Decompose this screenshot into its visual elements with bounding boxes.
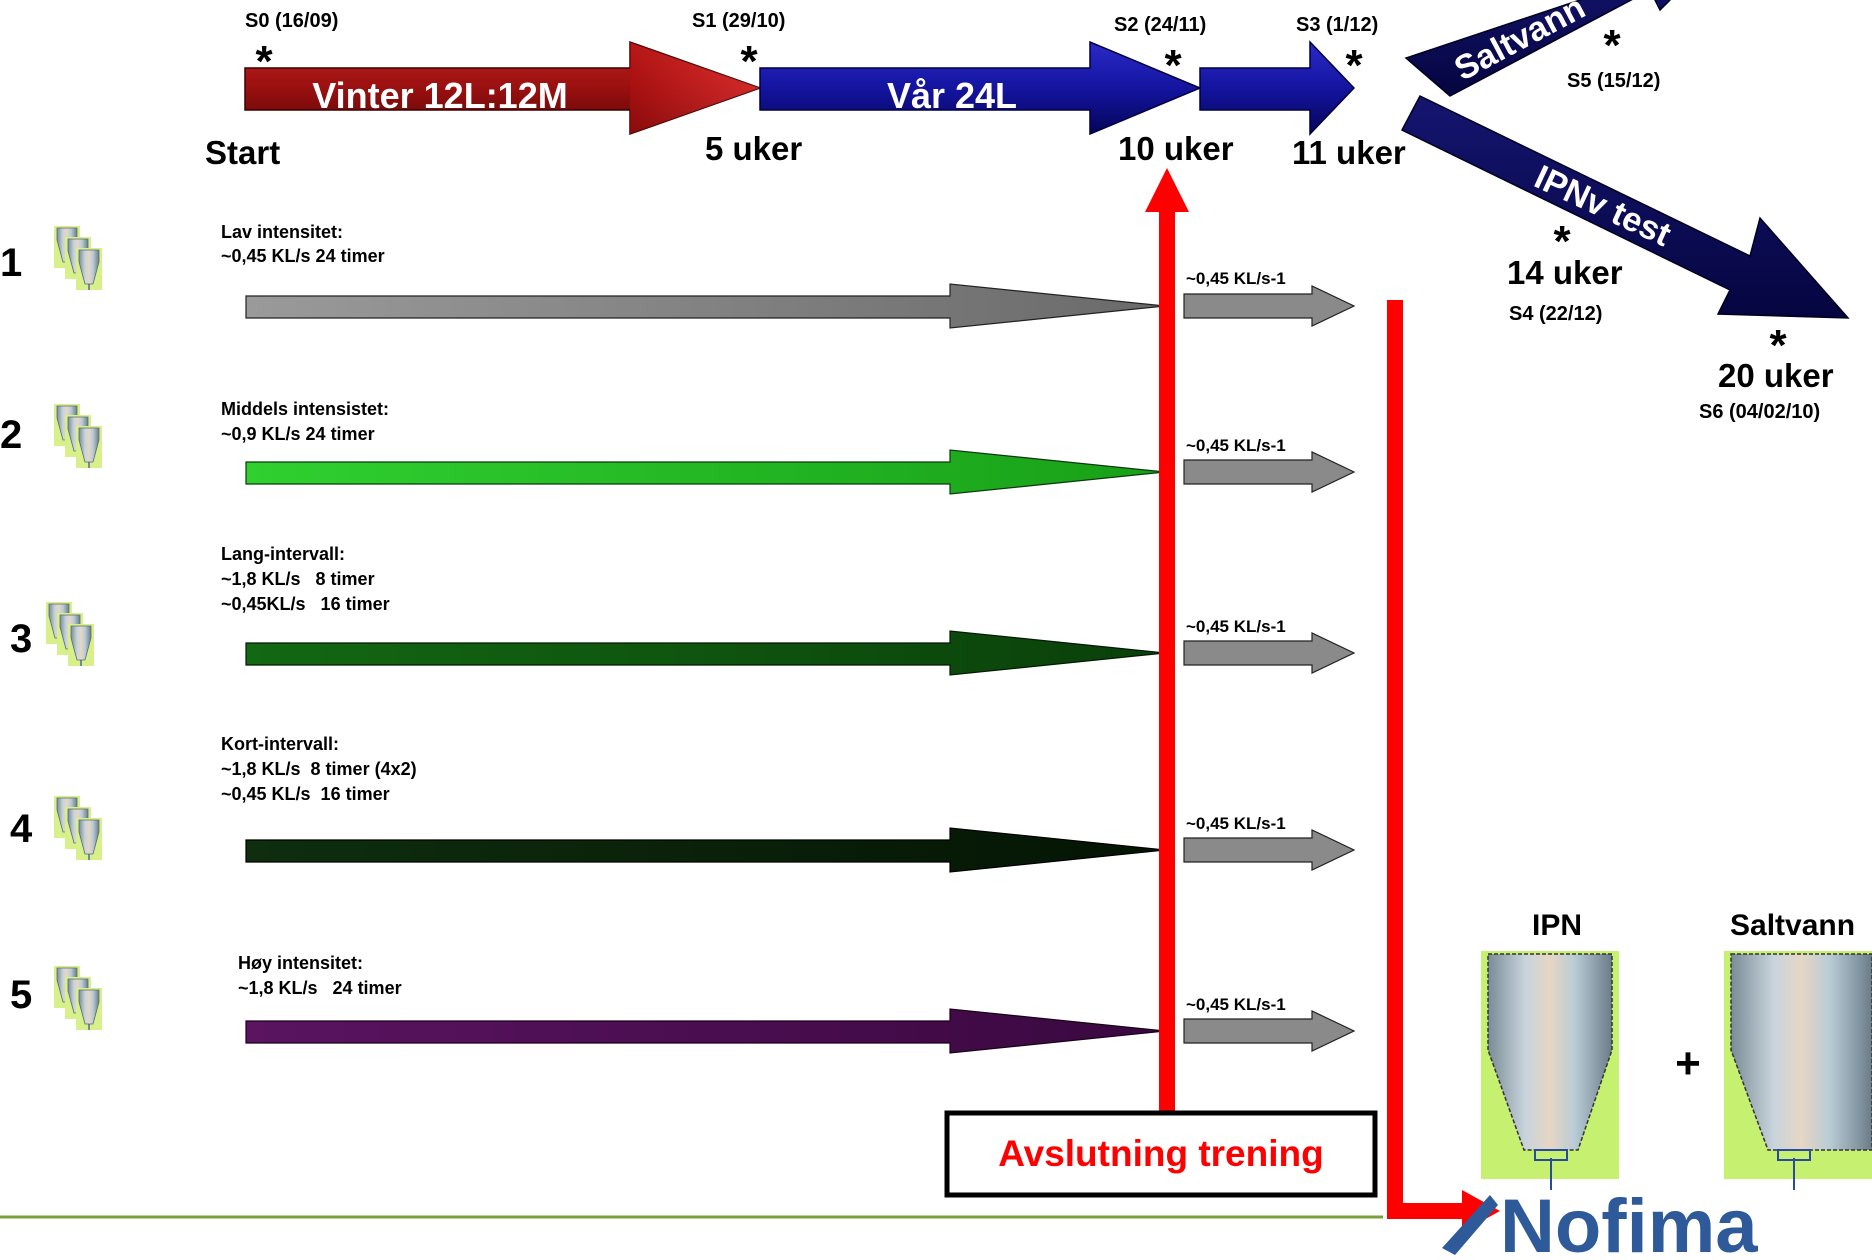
end-training-label: Avslutning trening: [998, 1133, 1323, 1174]
challenge-saltwater-label: Saltvann: [1730, 909, 1855, 942]
challenge-tanks: IPN Saltvann +: [1481, 909, 1872, 1190]
sample-s2-label: S2 (24/11): [1114, 14, 1206, 36]
sample-s0-star: *: [255, 37, 273, 86]
nofima-logo: Nofima: [1442, 1184, 1758, 1260]
group-number: 4: [10, 807, 33, 851]
group-number: 1: [0, 241, 22, 285]
post-training-arrow: [1183, 1010, 1356, 1052]
sample-s4-label: S4 (22/12): [1509, 303, 1602, 325]
post-training-label: ~0,45 KL/s-1: [1186, 436, 1286, 455]
group-description-line: ~0,45KL/s 16 timer: [221, 594, 390, 614]
phase-ipnv-arrow: IPNv test: [1400, 95, 1850, 319]
group-row-4: 4 Kort-intervall: ~1,8 KL/s 8 timer (4x2…: [10, 734, 1356, 873]
challenge-ipn-label: IPN: [1532, 909, 1582, 942]
group-description-line: ~0,45 KL/s 16 timer: [221, 784, 390, 804]
post-training-arrow: [1183, 632, 1356, 674]
nofima-logo-text: Nofima: [1500, 1184, 1758, 1260]
sample-s1-star: *: [740, 37, 758, 86]
sample-s3-star: *: [1345, 41, 1363, 90]
group-row-2: 2 Middels intensistet: ~0,9 KL/s 24 time…: [0, 399, 1356, 495]
phase-spring-arrow: Vår 24L: [759, 40, 1202, 136]
sample-s5-star: *: [1603, 21, 1621, 70]
tank-saltwater-icon: [1724, 951, 1872, 1190]
post-training-arrow: [1183, 451, 1356, 493]
sample-s6-star: *: [1769, 321, 1787, 370]
group-description-line: Middels intensistet:: [221, 399, 389, 419]
tank-group-icon: [54, 966, 102, 1030]
sample-s4-star: *: [1553, 217, 1571, 266]
end-training-box: [944, 1110, 1378, 1198]
group-number: 3: [10, 617, 32, 661]
training-arrow: [245, 283, 1166, 329]
group-description-line: ~1,8 KL/s 24 timer: [238, 978, 402, 998]
sample-s3-label: S3 (1/12): [1296, 14, 1378, 36]
phase-extension-arrow: [1199, 40, 1356, 136]
post-training-label: ~0,45 KL/s-1: [1186, 269, 1286, 288]
sample-s2-star: *: [1164, 41, 1182, 90]
sample-s6-label: S6 (04/02/10): [1699, 401, 1820, 423]
end-training-arrowhead: [1145, 168, 1189, 212]
group-description-line: Lav intensitet:: [221, 222, 343, 242]
tank-group-icon: [54, 226, 102, 290]
nofima-logo-mark: [1442, 1195, 1498, 1255]
group-description-line: ~1,8 KL/s 8 timer: [221, 569, 375, 589]
post-training-label: ~0,45 KL/s-1: [1186, 995, 1286, 1014]
week-10-label: 10 uker: [1118, 130, 1234, 167]
week-20-label: 20 uker: [1718, 357, 1834, 394]
tank-ipn-icon: [1481, 951, 1619, 1190]
phase-spring-label: Vår 24L: [887, 75, 1017, 116]
sample-s1-label: S1 (29/10): [692, 10, 785, 32]
sample-s0-label: S0 (16/09): [245, 10, 338, 32]
timeline: Vinter 12L:12M Vår 24L Saltvann IPNv tes…: [205, 0, 1850, 423]
tank-group-icon: [54, 404, 102, 468]
group-description-line: ~0,45 KL/s 24 timer: [221, 246, 385, 266]
tank-group-icon: [46, 602, 94, 666]
group-description-line: Høy intensitet:: [238, 953, 363, 973]
week-5-label: 5 uker: [705, 130, 802, 167]
group-number: 5: [10, 973, 32, 1017]
post-training-label: ~0,45 KL/s-1: [1186, 617, 1286, 636]
group-description-line: ~0,9 KL/s 24 timer: [221, 424, 375, 444]
group-number: 2: [0, 413, 22, 457]
tank-group-icon: [54, 796, 102, 860]
post-training-label: ~0,45 KL/s-1: [1186, 814, 1286, 833]
training-arrow: [245, 827, 1166, 873]
plus-sign: +: [1675, 1039, 1701, 1088]
training-arrow: [245, 1008, 1166, 1054]
week-11-label: 11 uker: [1292, 134, 1406, 171]
phase-ipnv-label: IPNv test: [1529, 158, 1677, 254]
week-14-label: 14 uker: [1507, 254, 1623, 291]
phase-winter-label: Vinter 12L:12M: [312, 75, 567, 116]
group-description-line: Kort-intervall:: [221, 734, 339, 754]
group-row-5: 5 Høy intensitet: ~1,8 KL/s 24 timer ~0,…: [10, 953, 1356, 1054]
end-training-line: [1159, 210, 1175, 1115]
week-start-label: Start: [205, 134, 280, 171]
training-arrow: [245, 630, 1166, 676]
phase-winter-arrow: Vinter 12L:12M: [244, 40, 763, 136]
group-description-line: ~1,8 KL/s 8 timer (4x2): [221, 759, 417, 779]
training-arrow: [245, 449, 1166, 495]
post-training-arrow: [1183, 829, 1356, 871]
post-training-arrow: [1183, 285, 1356, 327]
group-description-line: Lang-intervall:: [221, 544, 345, 564]
end-training-marker: Avslutning trening: [944, 168, 1378, 1198]
sample-s5-label: S5 (15/12): [1567, 70, 1660, 92]
group-row-3: 3 Lang-intervall: ~1,8 KL/s 8 timer ~0,4…: [10, 544, 1356, 676]
group-row-1: 1 Lav intensitet: ~0,45 KL/s 24 timer ~0…: [0, 222, 1356, 329]
